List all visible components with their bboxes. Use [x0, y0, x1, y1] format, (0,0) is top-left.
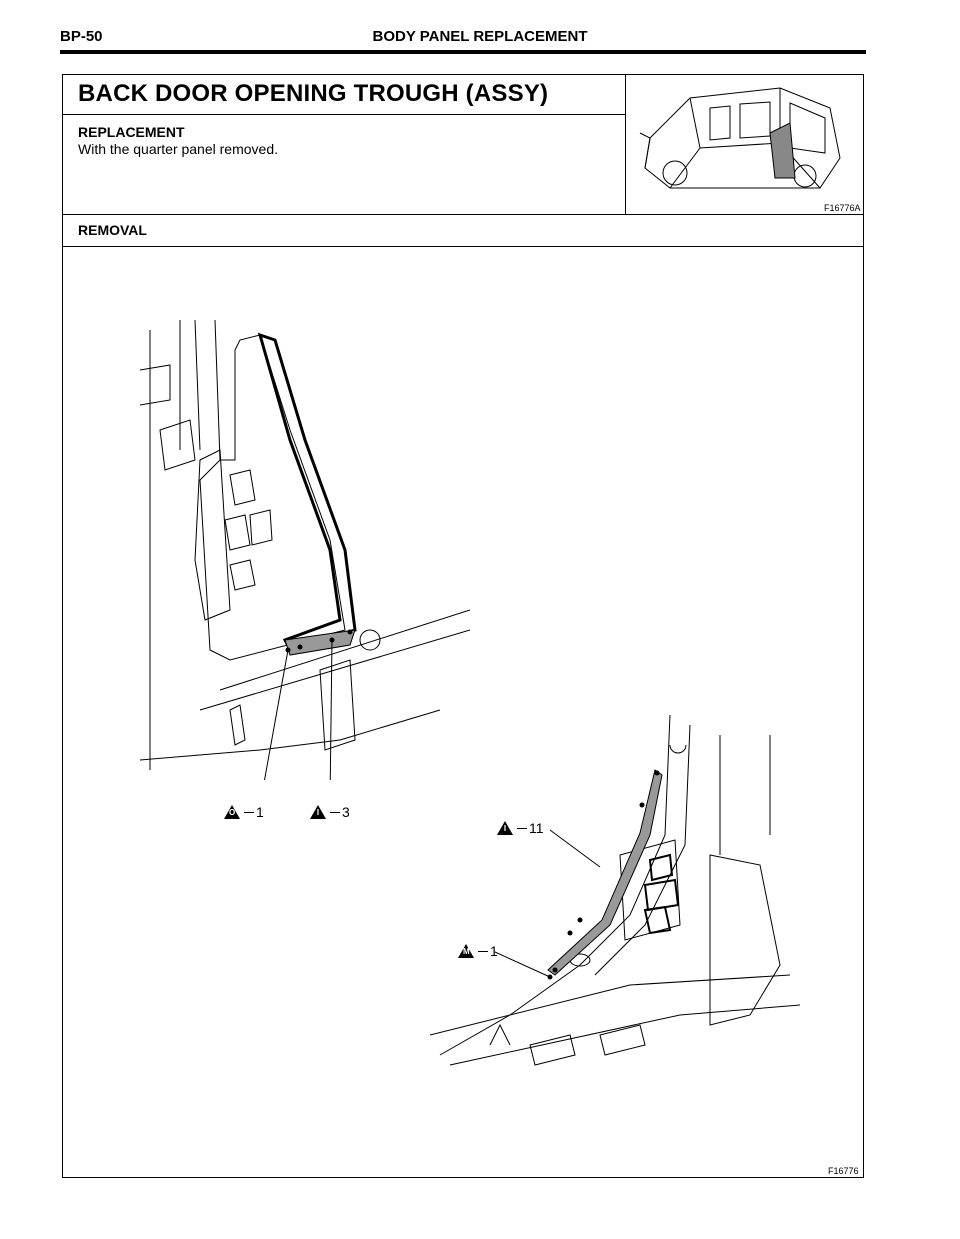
callout-spot-weld-11: I 11	[497, 820, 544, 836]
content-frame	[62, 74, 864, 1178]
removal-heading: REMOVAL	[78, 222, 147, 238]
thumbnail-figure-id: F16776A	[824, 203, 861, 213]
callout-count: 1	[490, 943, 498, 959]
callout-spot-weld-3: I 3	[310, 804, 350, 820]
header-rule	[60, 50, 866, 54]
callout-count: 3	[342, 804, 350, 820]
callout-count: 1	[256, 804, 264, 820]
page-title: BACK DOOR OPENING TROUGH (ASSY)	[78, 80, 549, 107]
replacement-note: With the quarter panel removed.	[78, 141, 278, 157]
thumbnail-divider	[625, 74, 626, 215]
spot-weld-symbol-icon: I	[497, 821, 513, 835]
callout-count: 11	[529, 820, 544, 836]
mig-weld-symbol-icon: M	[458, 944, 474, 958]
section-title: BODY PANEL REPLACEMENT	[372, 28, 588, 45]
vehicle-thumbnail-illustration	[639, 87, 841, 189]
pillar-upper-illustration	[140, 319, 470, 780]
title-divider	[62, 114, 625, 115]
removal-divider	[62, 246, 864, 247]
main-figure-id: F16776	[828, 1166, 859, 1176]
pillar-lower-illustration	[430, 715, 800, 1066]
replacement-heading: REPLACEMENT	[78, 124, 185, 140]
spot-weld-symbol-icon: O	[224, 805, 240, 819]
spot-weld-symbol-icon: I	[310, 805, 326, 819]
callout-mig-weld-1: M 1	[458, 943, 498, 959]
callout-spot-weld-1: O 1	[224, 804, 264, 820]
page-code: BP-50	[60, 28, 103, 45]
header-section-divider	[62, 214, 864, 215]
